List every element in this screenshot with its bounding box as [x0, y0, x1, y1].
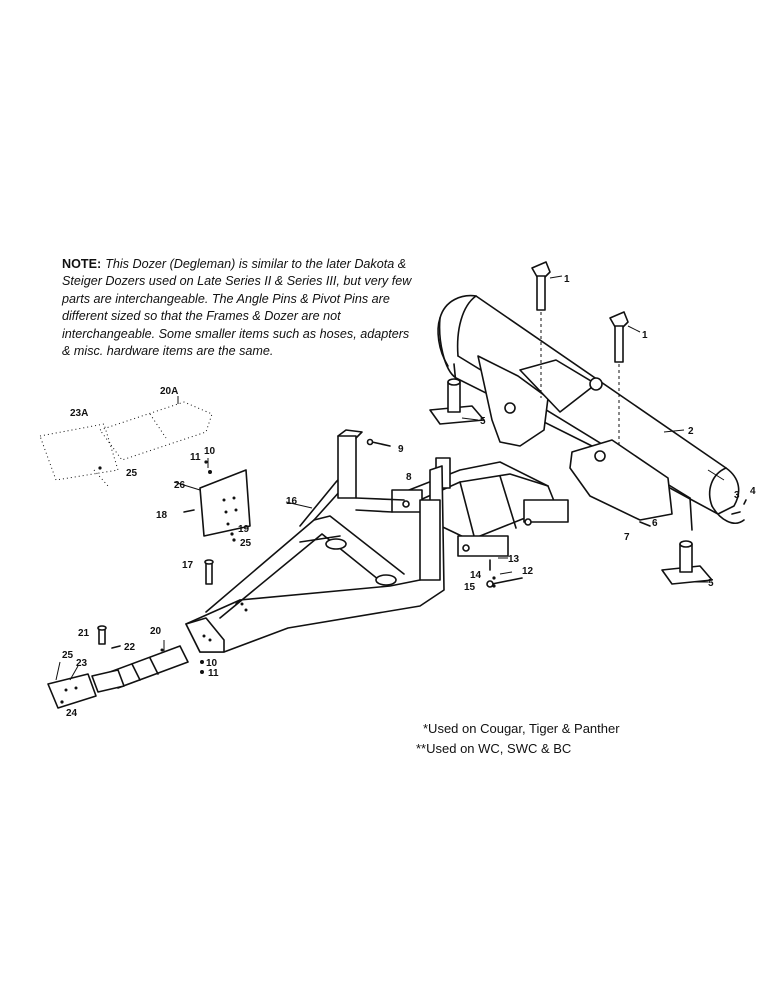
pin-21	[97, 625, 107, 645]
callout-10a: 10	[204, 446, 216, 457]
callout-23a: 23A	[70, 408, 88, 419]
callout-20a: 20A	[160, 386, 178, 397]
callout-25c: 25	[240, 538, 252, 549]
angle-pin-1	[531, 261, 551, 398]
hardware-22	[111, 645, 121, 649]
callout-24: 24	[66, 708, 78, 719]
callout-12: 12	[522, 566, 534, 577]
callout-1a: 1	[564, 274, 570, 285]
note-text: This Dozer (Degleman) is similar to the …	[62, 257, 412, 359]
callout-25a: 25	[62, 650, 74, 661]
footnotes: *Used on Cougar, Tiger & Panther **Used …	[416, 719, 620, 759]
callout-20: 20	[150, 626, 162, 637]
callout-7: 7	[624, 532, 630, 543]
callout-5b: 5	[708, 578, 714, 589]
callout-8: 8	[406, 472, 412, 483]
footnote-double-asterisk: **Used on WC, SWC & BC	[416, 741, 572, 756]
dozer-blade	[437, 294, 745, 531]
callout-26: 26	[174, 480, 186, 491]
callout-16: 16	[286, 496, 298, 507]
angle-pin-2	[609, 311, 629, 446]
callout-13: 13	[508, 554, 520, 565]
hitch-tongue	[91, 645, 189, 693]
callout-3: 3	[734, 490, 740, 501]
callout-11b: 11	[208, 668, 219, 679]
callout-25b: 25	[126, 468, 138, 479]
callout-2: 2	[688, 426, 694, 437]
leader-lines	[55, 275, 708, 681]
footnote-single-asterisk: *Used on Cougar, Tiger & Panther	[423, 721, 620, 736]
hitch-plate	[47, 673, 97, 709]
callout-numbers: 1 1 2 3 4 5 5 6 7 8 9 10 10 11 11 12 13 …	[62, 274, 756, 719]
callout-19: 19	[238, 524, 250, 535]
skid-shoe-right	[661, 540, 713, 585]
callout-23: 23	[76, 658, 88, 669]
note-label: NOTE:	[62, 257, 102, 271]
callout-21: 21	[78, 628, 90, 639]
angle-frame	[391, 457, 569, 557]
hardware-pins	[60, 438, 747, 704]
callout-15: 15	[464, 582, 476, 593]
callout-5a: 5	[480, 416, 486, 427]
callout-11a: 11	[190, 452, 201, 463]
main-a-frame	[185, 429, 445, 653]
callout-6: 6	[652, 518, 658, 529]
mounting-plate	[199, 469, 251, 537]
callout-9: 9	[398, 444, 404, 455]
callout-4: 4	[750, 486, 756, 497]
callout-18: 18	[156, 510, 168, 521]
callout-17: 17	[182, 560, 194, 571]
callout-10b: 10	[206, 658, 218, 669]
callout-14: 14	[470, 570, 482, 581]
callout-22: 22	[124, 642, 136, 653]
callout-1b: 1	[642, 330, 648, 341]
alternate-hitch-20a	[39, 401, 213, 487]
note-paragraph: NOTE:This Dozer (Degleman) is similar to…	[62, 256, 412, 360]
